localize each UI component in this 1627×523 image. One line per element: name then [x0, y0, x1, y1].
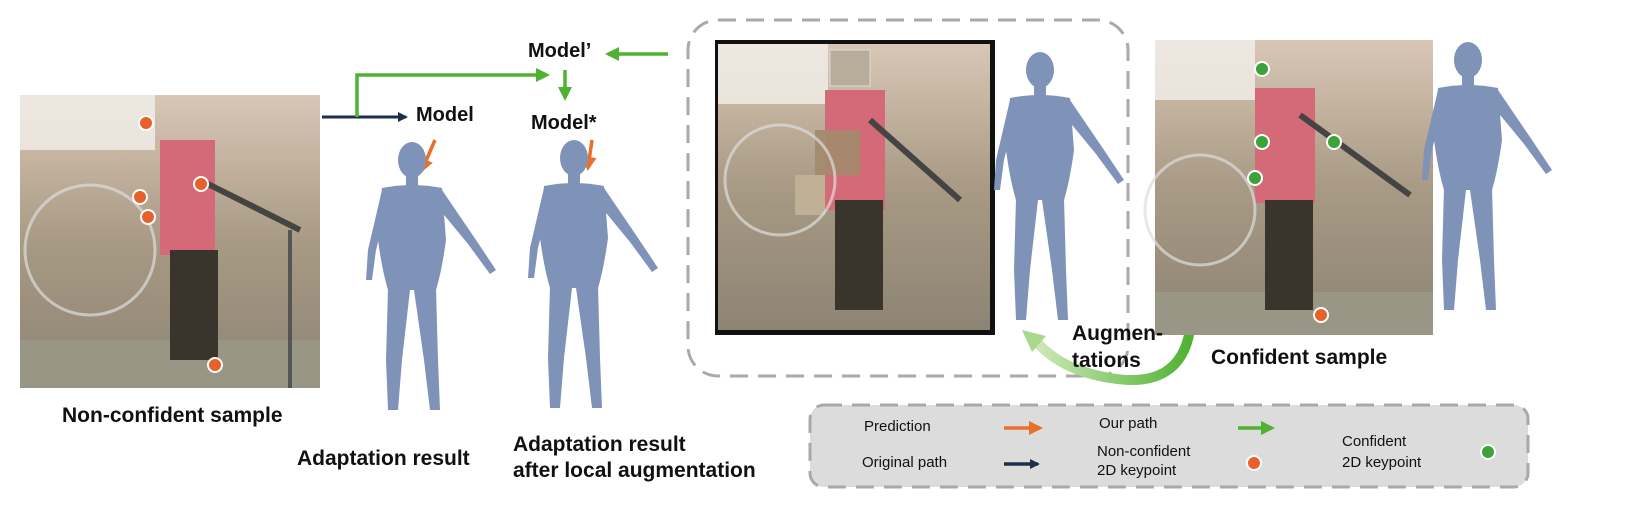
- adaptation-result-label: Adaptation result: [297, 447, 470, 470]
- augmentations-curve-head: [1022, 330, 1046, 352]
- legend-confident-2: 2D keypoint: [1342, 454, 1422, 471]
- model-star-label: Model*: [531, 112, 597, 134]
- model-prime-label: Model’: [528, 40, 592, 62]
- our-path-arrow: [355, 68, 550, 117]
- confident-mesh: [1422, 42, 1552, 310]
- legend-non-confident-2: 2D keypoint: [1097, 462, 1177, 479]
- non-confident-sample-label: Non-confident sample: [62, 404, 283, 427]
- augmentations-label-2: tations: [1072, 349, 1141, 372]
- non-confident-photo: [20, 95, 320, 388]
- legend-confident-1: Confident: [1342, 433, 1407, 450]
- augmentation-frame: [686, 18, 1130, 378]
- non-confident-keypoints: [132, 115, 223, 373]
- legend-non-confident-1: Non-confident: [1097, 443, 1191, 460]
- legend-non-confident-dot: [1246, 455, 1262, 471]
- adaptation-result-mesh: [366, 142, 496, 410]
- adaptation-local-label-2: after local augmentation: [513, 459, 756, 482]
- adaptation-local-label-1: Adaptation result: [513, 433, 686, 456]
- confident-keypoints: [1247, 61, 1342, 323]
- confident-photo: [1143, 40, 1433, 335]
- adaptation-local-mesh: [528, 140, 658, 408]
- legend-our-path: Our path: [1099, 415, 1158, 432]
- augmentations-label-1: Augmen-: [1072, 322, 1163, 345]
- legend-confident-dot: [1480, 444, 1496, 460]
- prediction-arrow-model-star: [582, 139, 597, 171]
- augmentations-curve-arrow: [1031, 329, 1195, 385]
- model-label: Model: [416, 104, 474, 126]
- legend-original-path: Original path: [862, 454, 948, 471]
- legend-prediction: Prediction: [864, 418, 931, 435]
- legend-box: [808, 403, 1530, 489]
- confident-sample-label: Confident sample: [1211, 346, 1388, 369]
- augmentation-mesh: [994, 52, 1124, 320]
- augmented-photo: [715, 40, 995, 335]
